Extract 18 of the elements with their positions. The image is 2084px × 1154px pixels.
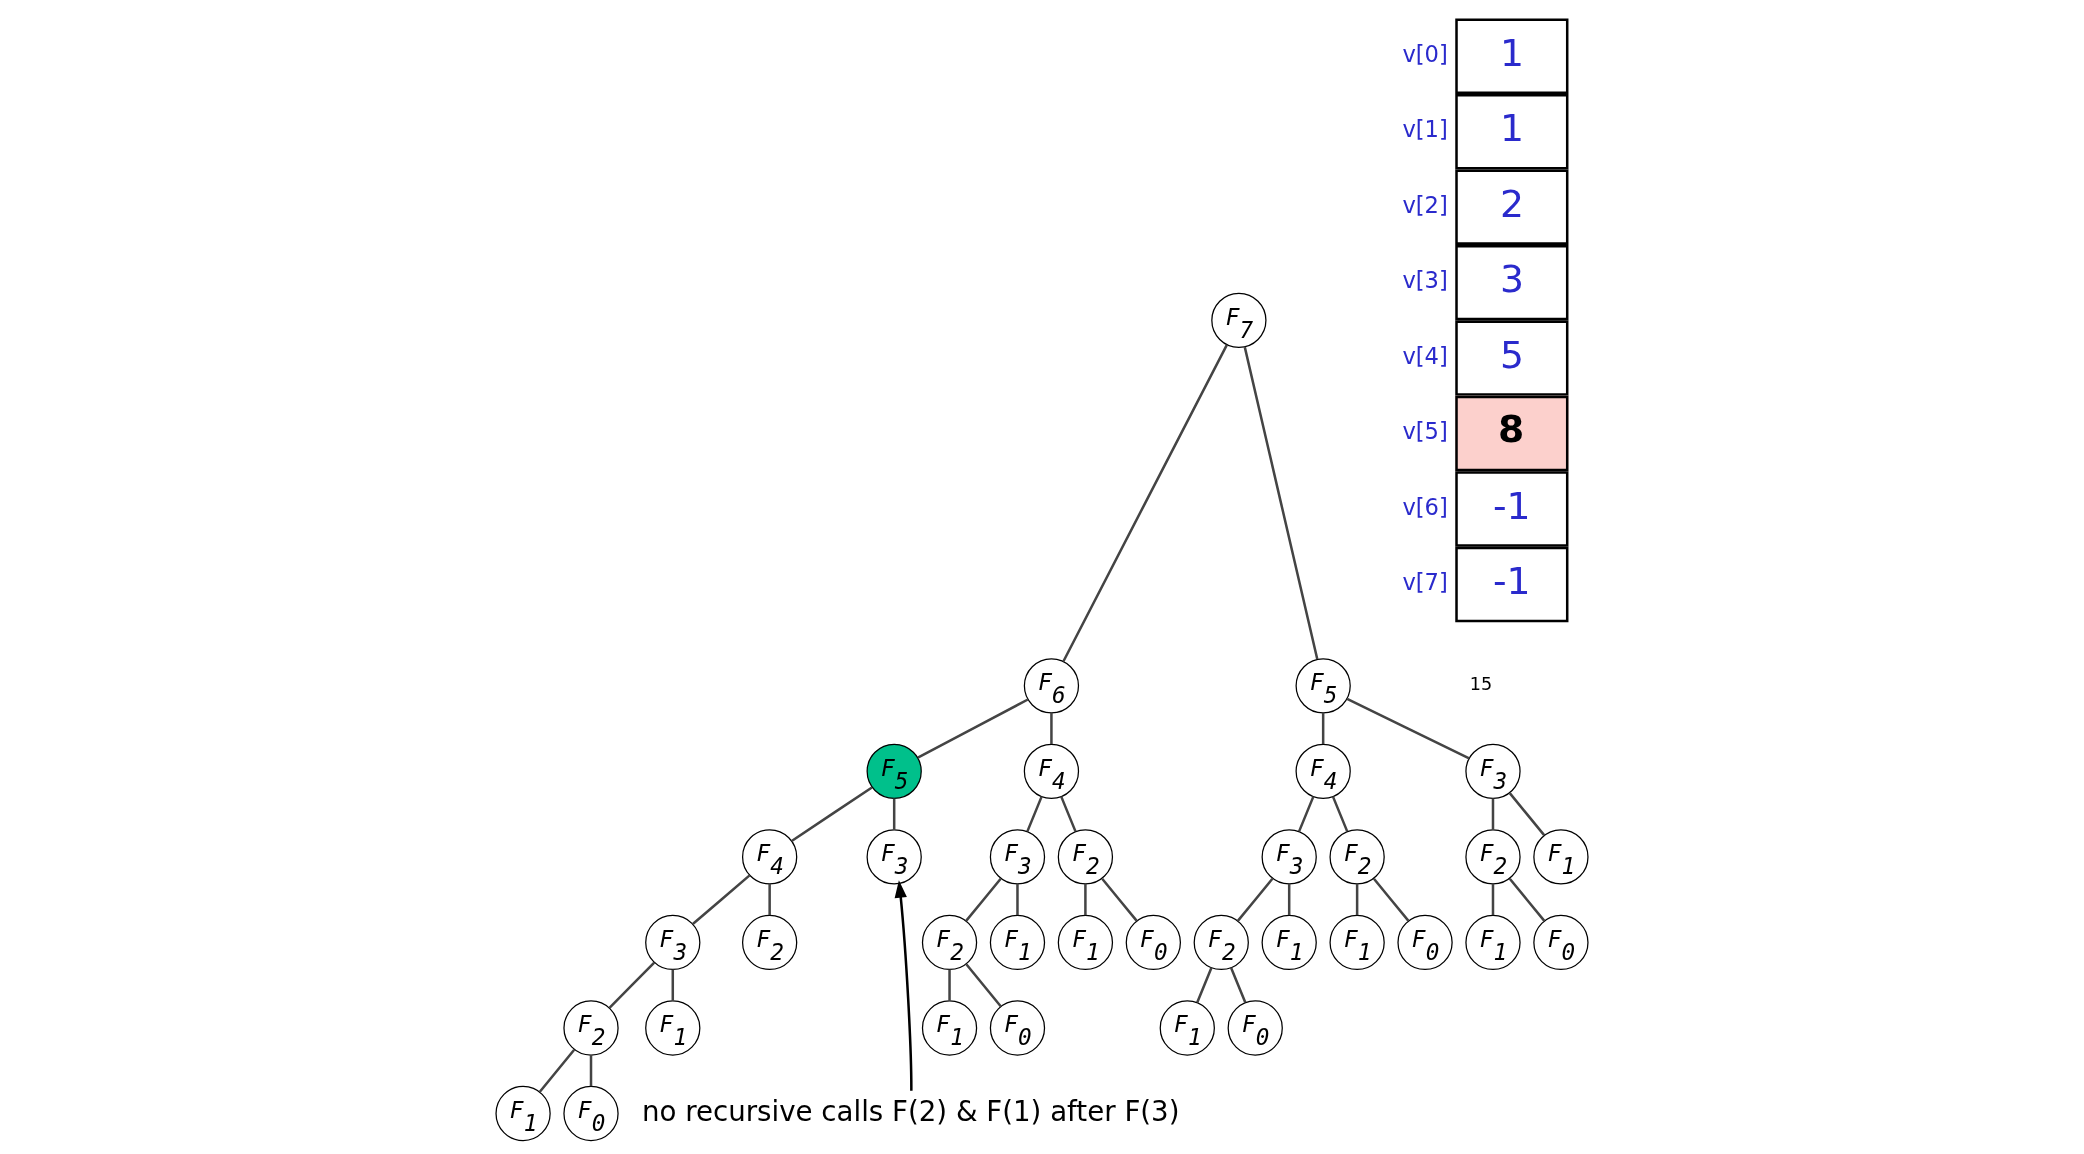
label: v[6] bbox=[1402, 493, 1448, 520]
label: v[4] bbox=[1402, 342, 1448, 369]
label: v[0] bbox=[1402, 40, 1448, 67]
node-text: no recursive calls F(2) & F(1) after F(3) bbox=[641, 1094, 1180, 1128]
label: 5 bbox=[1499, 332, 1524, 377]
label: v[3] bbox=[1402, 267, 1448, 294]
label: 3 bbox=[1499, 257, 1524, 302]
label: v[1] bbox=[1402, 116, 1448, 143]
label: v[2] bbox=[1402, 191, 1448, 218]
label: v[7] bbox=[1402, 569, 1448, 596]
label: 15 bbox=[1469, 674, 1493, 695]
label: 1 bbox=[1499, 106, 1524, 151]
label: 1 bbox=[1499, 30, 1524, 75]
label: 2 bbox=[1499, 181, 1524, 226]
label: -1 bbox=[1492, 483, 1531, 528]
label: -1 bbox=[1492, 558, 1531, 603]
label: 8 bbox=[1498, 406, 1525, 451]
label: v[5] bbox=[1402, 418, 1448, 445]
